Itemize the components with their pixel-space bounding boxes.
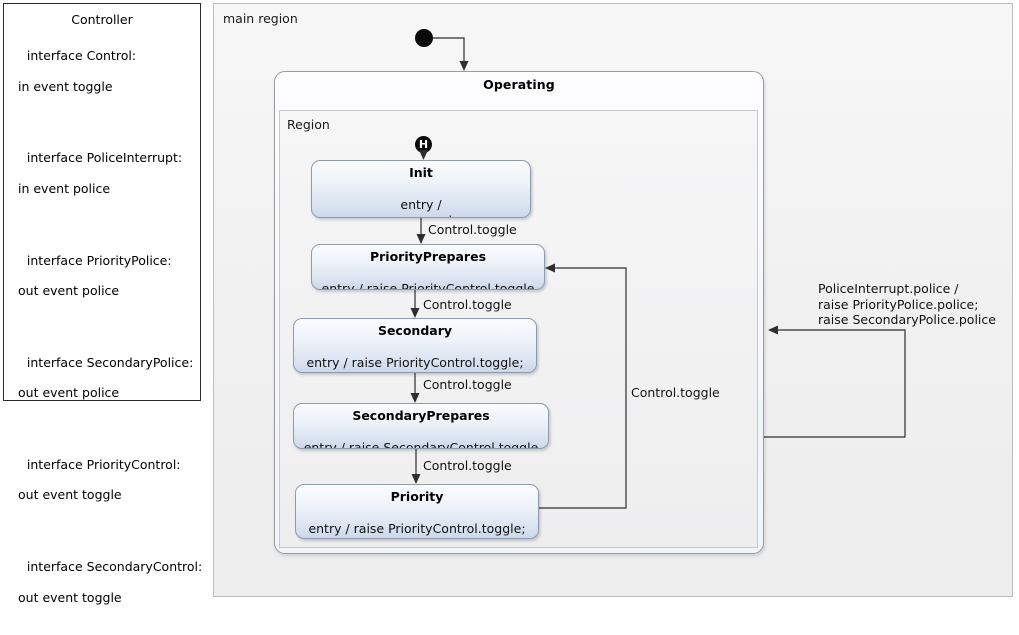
- controller-title: Controller: [71, 12, 133, 27]
- transition-label: Control.toggle: [423, 297, 512, 312]
- state-operating[interactable]: Operating Region: [274, 71, 764, 554]
- interface-head: interface PoliceInterrupt:: [26, 150, 183, 166]
- state-body-line1: entry / raise PriorityControl.toggle;: [306, 355, 524, 370]
- interface-body: out event toggle: [18, 589, 122, 605]
- history-state-node[interactable]: H: [415, 136, 432, 153]
- interface-head: interface PriorityControl:: [26, 457, 181, 473]
- state-secondary[interactable]: Secondary entry / raise PriorityControl.…: [293, 318, 537, 373]
- state-body-line2: raise PriorityControl.toggle: [312, 213, 530, 217]
- state-name: Secondary: [377, 323, 453, 338]
- region-label: Region: [287, 117, 330, 132]
- initial-state-node[interactable]: [415, 29, 433, 47]
- state-priority-prepares[interactable]: PriorityPrepares entry / raise PriorityC…: [311, 244, 545, 290]
- interface-head: interface PriorityPolice:: [26, 252, 172, 268]
- interface-entry: interface SecondaryControl: out event to…: [4, 544, 203, 635]
- transition-label: Control.toggle: [423, 458, 512, 473]
- transition-label-police: PoliceInterrupt.police / raise PriorityP…: [818, 281, 996, 327]
- interface-head: interface Control:: [26, 48, 137, 64]
- state-body: entry / raise PriorityControl.toggle: [312, 181, 530, 217]
- state-secondary-prepares[interactable]: SecondaryPrepares entry / raise Secondar…: [293, 403, 549, 449]
- state-body-line1: entry / raise SecondaryControl.toggle: [303, 440, 539, 449]
- state-name: Init: [409, 165, 433, 180]
- state-body-line1: entry / raise PriorityControl.toggle;: [308, 521, 526, 536]
- interface-entry: interface PoliceInterrupt: in event poli…: [4, 135, 200, 226]
- controller-interface-panel: Controller interface Control: in event t…: [3, 3, 202, 605]
- main-region-label: main region: [223, 11, 298, 26]
- state-init[interactable]: Init entry / raise PriorityControl.toggl…: [311, 160, 531, 218]
- interface-body: in event toggle: [18, 78, 113, 94]
- transition-label: Control.toggle: [423, 377, 512, 392]
- state-name: SecondaryPrepares: [352, 408, 490, 423]
- state-body: entry / raise PriorityControl.toggle; ra…: [296, 505, 538, 538]
- interface-entry: interface SecondaryPolice: out event pol…: [4, 340, 200, 431]
- interface-entry: interface Control: in event toggle: [4, 33, 200, 124]
- operating-state-title: Operating: [483, 77, 555, 92]
- state-name: PriorityPrepares: [369, 249, 487, 264]
- state-body-line2: raise SecondaryControl.toggle: [296, 537, 538, 538]
- interface-body: out event toggle: [18, 487, 122, 503]
- state-body-line2: raise SecondaryControl.toggle: [294, 371, 536, 372]
- state-body-line1: entry / raise PriorityControl.toggle: [321, 281, 535, 290]
- interface-body: out event police: [18, 385, 120, 401]
- interface-head: interface SecondaryPolice:: [26, 354, 194, 370]
- interface-head: interface SecondaryControl:: [26, 559, 203, 575]
- state-body-line1: entry /: [400, 197, 442, 212]
- state-name: Priority: [390, 489, 444, 504]
- interface-entry: interface PriorityPolice: out event poli…: [4, 237, 200, 328]
- interface-body: out event police: [18, 283, 120, 299]
- state-priority[interactable]: Priority entry / raise PriorityControl.t…: [295, 484, 539, 539]
- transition-label: Control.toggle: [631, 385, 720, 400]
- state-body: entry / raise SecondaryControl.toggle: [294, 424, 548, 449]
- transition-label: Control.toggle: [428, 222, 517, 237]
- interface-body: in event police: [18, 180, 111, 196]
- state-body: entry / raise PriorityControl.toggle: [312, 265, 544, 290]
- state-body: entry / raise PriorityControl.toggle; ra…: [294, 339, 536, 372]
- interface-entry: interface PriorityControl: out event tog…: [4, 442, 200, 533]
